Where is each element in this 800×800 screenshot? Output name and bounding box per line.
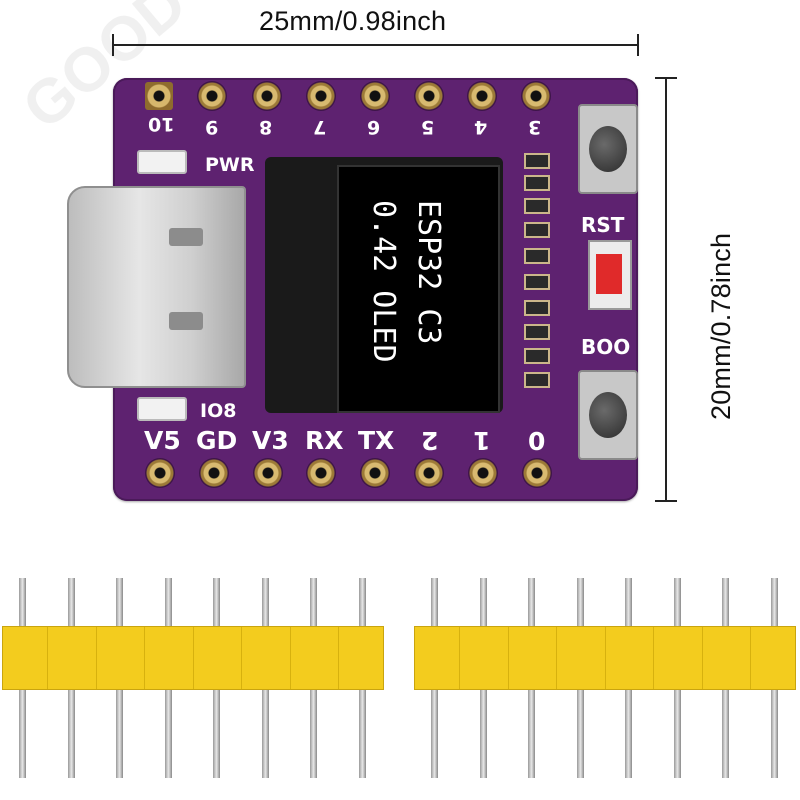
red-switch[interactable]: [588, 240, 632, 310]
pad-bottom-0: [522, 458, 552, 488]
io8-label: IO8: [200, 400, 237, 422]
pin-label-gd: GD: [196, 426, 238, 455]
pin-label-1: 1: [473, 426, 491, 455]
height-dimension-label: 20mm/0.78inch: [706, 232, 736, 420]
pad-top-7: [306, 81, 336, 111]
oled-line-1: ESP32 C3: [411, 200, 446, 345]
pad-bottom-gd: [199, 458, 229, 488]
pin-label-10: 10: [148, 113, 175, 135]
io8-led: [137, 397, 187, 421]
pin-label-6: 6: [367, 116, 381, 138]
rst-label: RST: [581, 213, 625, 237]
pad-top-3: [521, 81, 551, 111]
pad-top-4: [467, 81, 497, 111]
pad-bottom-1: [468, 458, 498, 488]
smd-component: [524, 198, 550, 214]
smd-component: [524, 175, 550, 191]
usb-c-connector: [67, 186, 246, 388]
boot-button[interactable]: [578, 370, 638, 460]
pwr-label: PWR: [205, 154, 255, 176]
height-dimension-line: [665, 78, 667, 501]
pad-bottom-v5: [145, 458, 175, 488]
smd-component: [524, 324, 550, 340]
boo-label: BOO: [581, 335, 631, 359]
smd-component: [524, 348, 550, 364]
width-dimension-tick-right: [637, 34, 639, 56]
pad-bottom-tx: [360, 458, 390, 488]
width-dimension-tick-left: [112, 34, 114, 56]
pin-label-v3: V3: [252, 426, 289, 455]
height-dimension-tick-bottom: [655, 500, 677, 502]
pad-top-5: [414, 81, 444, 111]
height-dimension-tick-top: [655, 77, 677, 79]
pin-label-0: 0: [528, 426, 546, 455]
pad-bottom-2: [414, 458, 444, 488]
pwr-led: [137, 150, 187, 174]
pin-header-strip: [2, 626, 384, 690]
smd-component: [524, 222, 550, 238]
pad-top-10: [145, 82, 173, 110]
smd-component: [524, 300, 550, 316]
smd-component: [524, 274, 550, 290]
width-dimension-line: [113, 44, 638, 46]
pin-label-9: 9: [205, 116, 219, 138]
pin-label-4: 4: [474, 116, 488, 138]
pin-label-8: 8: [259, 116, 273, 138]
reset-button[interactable]: [578, 104, 638, 194]
oled-screen: [337, 165, 500, 413]
pad-top-6: [360, 81, 390, 111]
smd-component: [524, 372, 550, 388]
pad-bottom-rx: [306, 458, 336, 488]
pin-header-strip: [414, 626, 796, 690]
smd-component: [524, 153, 550, 169]
pin-label-tx: TX: [358, 426, 395, 455]
pin-label-v5: V5: [144, 426, 181, 455]
pin-label-7: 7: [313, 116, 327, 138]
oled-line-2: 0.42 OLED: [366, 200, 401, 363]
pad-top-8: [252, 81, 282, 111]
pin-label-2: 2: [421, 426, 439, 455]
pad-top-9: [197, 81, 227, 111]
pin-label-3: 3: [528, 116, 542, 138]
pin-label-5: 5: [421, 116, 435, 138]
smd-component: [524, 248, 550, 264]
pin-label-rx: RX: [305, 426, 344, 455]
width-dimension-label: 25mm/0.98inch: [259, 6, 447, 36]
pad-bottom-v3: [253, 458, 283, 488]
